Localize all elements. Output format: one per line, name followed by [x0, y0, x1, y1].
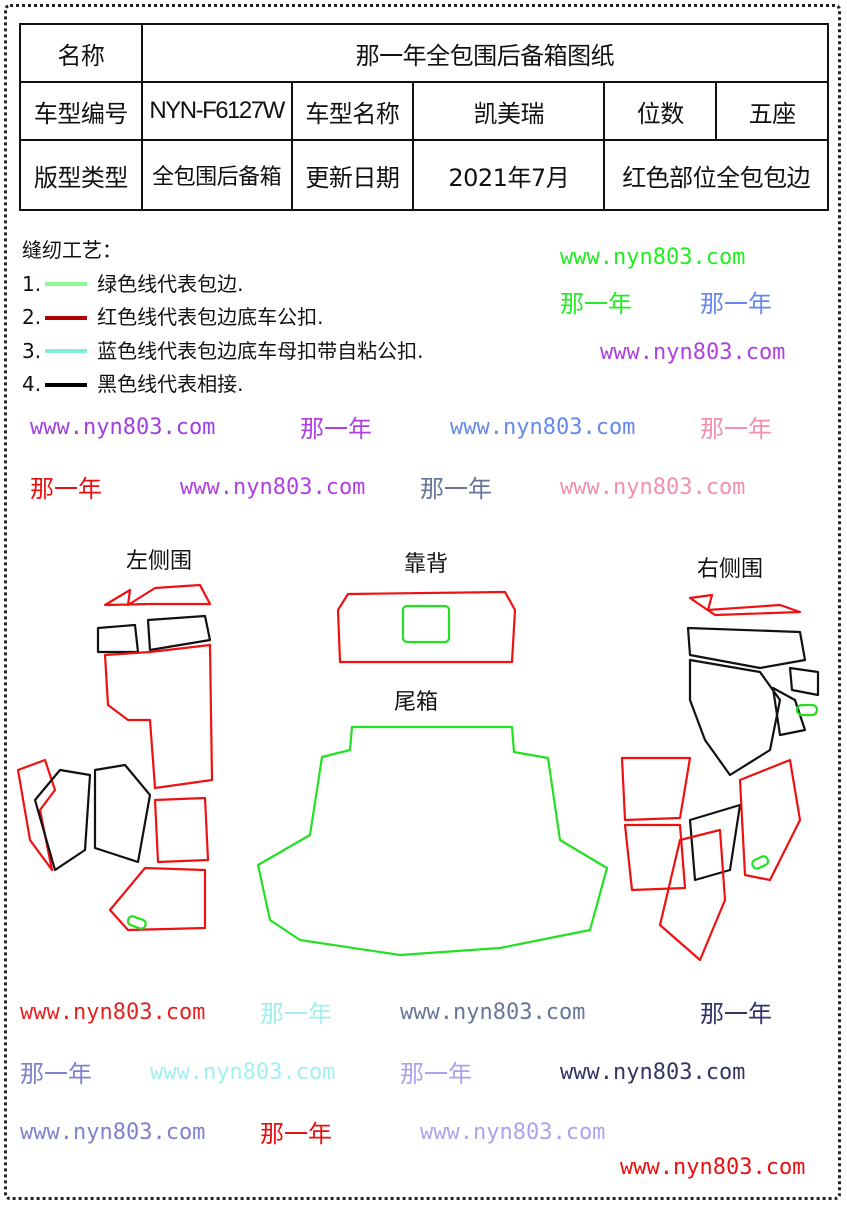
watermark-url: www.nyn803.com	[560, 475, 746, 500]
watermark-url: www.nyn803.com	[400, 1000, 586, 1025]
type: 全包围后备箱	[140, 139, 293, 211]
legend-item: 1. 绿色线代表包边.	[22, 268, 423, 302]
legend-item: 2. 红色线代表包边底车公扣.	[22, 301, 423, 335]
blue-line-swatch	[45, 349, 88, 354]
green-line-swatch	[45, 282, 88, 287]
name-label: 名称	[19, 23, 143, 83]
watermark-name: 那一年	[260, 1120, 332, 1148]
backrest-piece	[336, 590, 517, 664]
legend-item: 3. 蓝色线代表包边底车母扣带自粘公扣.	[22, 335, 423, 369]
legend-title: 缝纫工艺：	[22, 238, 122, 262]
backrest-label: 靠背	[404, 552, 449, 577]
trunk-label: 尾箱	[394, 690, 439, 715]
model-code: NYN-F6127W	[140, 81, 293, 141]
right-side-label: 右侧围	[697, 557, 764, 582]
update-label: 更新日期	[290, 139, 415, 211]
watermark-name: 那一年	[560, 290, 632, 318]
name-value: 那一年全包围后备箱图纸	[140, 23, 830, 83]
legend-text: 红色线代表包边底车公扣.	[97, 305, 324, 329]
legend-text: 绿色线代表包边.	[97, 271, 244, 296]
trunk-floor-piece	[256, 725, 609, 957]
legend-num: 3.	[22, 338, 42, 363]
watermark-url: www.nyn803.com	[420, 1120, 606, 1145]
model-code-label: 车型编号	[19, 81, 143, 141]
watermark-url: www.nyn803.com	[620, 1155, 806, 1180]
watermark-url: www.nyn803.com	[150, 1060, 336, 1085]
watermark-url: www.nyn803.com	[20, 1120, 206, 1145]
type-label: 版型类型	[19, 139, 143, 211]
watermark-name: 那一年	[420, 475, 492, 503]
note: 红色部位全包包边	[603, 139, 829, 211]
watermark-url: www.nyn803.com	[600, 340, 786, 365]
legend-num: 4.	[22, 372, 42, 396]
watermark-name: 那一年	[20, 1060, 92, 1088]
seats-label: 位数	[603, 81, 718, 141]
seats: 五座	[715, 81, 829, 141]
legend-num: 2.	[22, 305, 42, 329]
update-date: 2021年7月	[412, 139, 606, 211]
watermark-name: 那一年	[700, 1000, 772, 1028]
left-side-label: 左侧围	[126, 549, 193, 574]
watermark-name: 那一年	[260, 1000, 332, 1028]
model-name: 凯美瑞	[412, 81, 606, 141]
legend-num: 1.	[22, 271, 42, 296]
watermark-name: 那一年	[30, 475, 102, 503]
watermark-url: www.nyn803.com	[560, 1060, 746, 1085]
watermark-name: 那一年	[400, 1060, 472, 1088]
watermark-name: 那一年	[700, 290, 772, 318]
legend-text: 黑色线代表相接.	[97, 372, 244, 396]
black-line-swatch	[45, 382, 88, 387]
left-side-pieces	[16, 583, 214, 932]
watermark-url: www.nyn803.com	[450, 415, 636, 440]
watermark-url: www.nyn803.com	[560, 245, 746, 270]
legend-item: 4. 黑色线代表相接.	[22, 368, 423, 402]
model-name-label: 车型名称	[290, 81, 415, 141]
watermark-url: www.nyn803.com	[180, 475, 366, 500]
sewing-legend: 缝纫工艺： 1. 绿色线代表包边. 2. 红色线代表包边底车公扣. 3. 蓝色线代表包…	[22, 234, 423, 402]
legend-text: 蓝色线代表包边底车母扣带自粘公扣.	[97, 338, 424, 363]
watermark-url: www.nyn803.com	[20, 1000, 206, 1025]
right-side-pieces	[620, 593, 820, 962]
watermark-url: www.nyn803.com	[30, 415, 216, 440]
red-line-swatch	[45, 315, 88, 320]
watermark-name: 那一年	[700, 415, 772, 443]
page-border	[4, 4, 841, 1200]
info-table: 名称 那一年全包围后备箱图纸 车型编号 NYN-F6127W 车型名称 凯美瑞 …	[19, 23, 830, 211]
watermark-name: 那一年	[300, 415, 372, 443]
